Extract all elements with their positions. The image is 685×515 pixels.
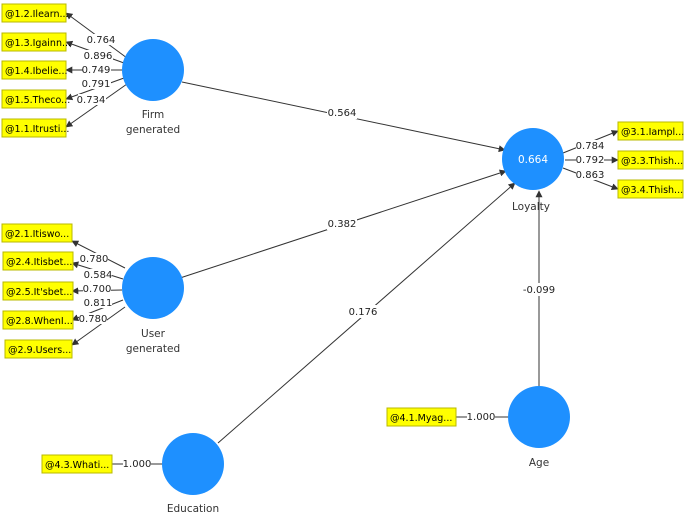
construct-label-line-2: generated xyxy=(126,124,180,136)
indicator-2-1[interactable]: @2.1.Itiswo... xyxy=(1,223,73,243)
indicator-3-4[interactable]: @3.4.Thish... xyxy=(617,179,684,199)
indicator-label: @3.3.Thish... xyxy=(621,156,683,167)
construct-education[interactable]: Education xyxy=(162,433,224,515)
construct-label-line-1: Education xyxy=(167,503,219,515)
coef-age-loyalty-text: -0.099 xyxy=(523,285,555,296)
indicator-1-1[interactable]: @1.1.Itrusti... xyxy=(1,118,69,138)
loading-value: 0.749 xyxy=(82,65,111,76)
loading-value: 1.000 xyxy=(467,412,496,423)
indicator-1-3[interactable]: @1.3.Igainn... xyxy=(1,32,71,52)
loading-value: 0.584 xyxy=(84,270,113,281)
construct-circle xyxy=(502,128,564,190)
loading-value: 0.811 xyxy=(84,298,113,309)
loading-value: 0.791 xyxy=(82,79,111,90)
r-squared-value: 0.664 xyxy=(518,154,548,166)
construct-firm-generated[interactable]: Firm generated xyxy=(122,39,184,136)
coef-firm-loyalty-text: 0.564 xyxy=(328,108,357,119)
loading-value: 0.764 xyxy=(87,35,116,46)
construct-label-line-1: User xyxy=(141,328,166,340)
indicator-label: @1.1.Itrusti... xyxy=(5,124,69,135)
construct-age[interactable]: Age xyxy=(508,386,570,469)
indicator-2-8[interactable]: @2.8.WhenI... xyxy=(2,310,74,330)
indicator-3-3[interactable]: @3.3.Thish... xyxy=(617,150,684,170)
coef-user-loyalty: 0.382 xyxy=(327,217,357,230)
indicator-label: @2.5.It'sbet... xyxy=(6,287,72,298)
loading-value: 0.734 xyxy=(77,95,106,106)
loading-value: 0.896 xyxy=(84,51,113,62)
loading-value: 0.780 xyxy=(80,254,109,265)
construct-circle xyxy=(122,39,184,101)
indicator-2-9[interactable]: @2.9.Users... xyxy=(4,339,73,359)
construct-circle xyxy=(162,433,224,495)
indicator-1-4[interactable]: @1.4.Ibelie... xyxy=(1,60,68,80)
construct-label-line-1: Age xyxy=(529,457,549,469)
construct-label-line-1: Loyalty xyxy=(512,201,550,213)
loading-arrow xyxy=(71,306,126,346)
indicator-1-5[interactable]: @1.5.Theco... xyxy=(1,89,70,109)
loading-labels-firm: 0.764 0.896 0.749 0.791 0.734 xyxy=(77,34,116,106)
indicator-group-loyalty: @3.1.Iampl... @3.3.Thish... @3.4.Thish..… xyxy=(562,121,684,199)
loading-value: 0.792 xyxy=(576,155,605,166)
loading-value: 0.700 xyxy=(83,284,112,295)
indicator-2-5[interactable]: @2.5.It'sbet... xyxy=(2,281,74,301)
loading-value: 1.000 xyxy=(123,459,152,470)
indicator-label: @2.4.Itisbet... xyxy=(6,257,72,268)
indicator-label: @1.4.Ibelie... xyxy=(5,66,68,77)
indicator-label: @3.4.Thish... xyxy=(621,185,683,196)
construct-circle xyxy=(122,257,184,319)
coef-user-loyalty-text: 0.382 xyxy=(328,219,357,230)
indicator-group-user: @2.1.Itiswo... @2.4.Itisbet... @2.5.It's… xyxy=(1,223,126,359)
indicator-label: @2.1.Itiswo... xyxy=(5,229,69,240)
indicator-label: @3.1.Iampl... xyxy=(621,127,684,138)
indicator-group-firm: @1.2.Ilearn... @1.3.Igainn... @1.4.Ibeli… xyxy=(1,3,128,138)
indicator-label: @1.5.Theco... xyxy=(5,95,70,106)
indicator-label: @2.8.WhenI... xyxy=(6,316,73,327)
coef-age-loyalty: -0.099 xyxy=(519,283,559,296)
coef-education-loyalty-text: 0.176 xyxy=(349,307,378,318)
construct-label-line-2: generated xyxy=(126,343,180,355)
loading-labels-user: 0.780 0.584 0.700 0.811 0.780 xyxy=(79,253,113,325)
loading-value: 0.784 xyxy=(576,141,605,152)
indicator-3-1[interactable]: @3.1.Iampl... xyxy=(617,121,684,141)
indicator-label: @1.3.Igainn... xyxy=(5,38,71,49)
loading-value: 0.780 xyxy=(79,314,108,325)
indicator-label: @2.9.Users... xyxy=(8,345,71,356)
loading-arrow xyxy=(65,83,128,128)
indicator-1-2[interactable]: @1.2.Ilearn... xyxy=(1,3,69,23)
indicator-label: @4.3.Whati... xyxy=(45,460,109,471)
loading-value: 0.863 xyxy=(576,170,605,181)
indicator-group-age: @4.1.Myag... 1.000 xyxy=(386,407,508,427)
construct-label-line-1: Firm xyxy=(142,109,165,121)
construct-user-generated[interactable]: User generated xyxy=(122,257,184,355)
indicator-group-education: @4.3.Whati... 1.000 xyxy=(41,454,163,474)
coef-education-loyalty: 0.176 xyxy=(348,305,378,318)
indicator-4-3[interactable]: @4.3.Whati... xyxy=(41,454,113,474)
construct-circle xyxy=(508,386,570,448)
construct-loyalty[interactable]: 0.664 Loyalty xyxy=(502,128,564,213)
coef-firm-loyalty: 0.564 xyxy=(327,106,357,119)
indicator-label: @4.1.Myag... xyxy=(390,413,452,424)
indicator-label: @1.2.Ilearn... xyxy=(5,9,69,20)
indicator-4-1[interactable]: @4.1.Myag... xyxy=(386,407,457,427)
indicator-2-4[interactable]: @2.4.Itisbet... xyxy=(2,251,74,271)
loading-labels-loyalty: 0.784 0.792 0.863 xyxy=(576,140,605,181)
